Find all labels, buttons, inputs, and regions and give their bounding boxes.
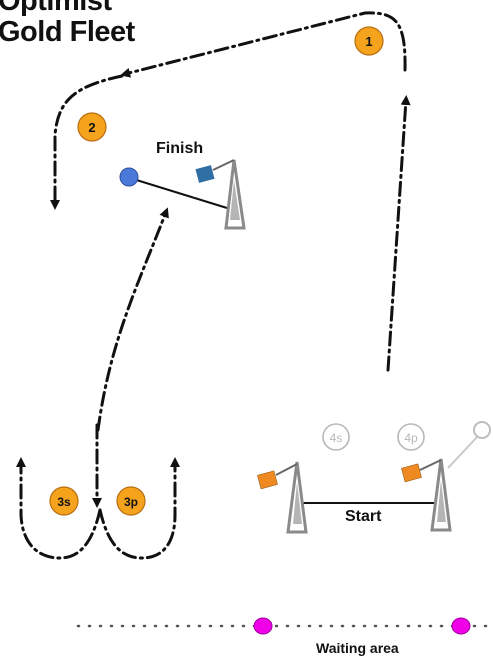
start-offset-buoy <box>473 421 491 439</box>
start-committee-boat <box>401 421 491 532</box>
mark-1: 1 <box>354 26 384 56</box>
finish-label: Finish <box>156 140 204 157</box>
finish-flag-blue <box>195 165 215 183</box>
route-leg-mark2-rounding <box>50 74 124 210</box>
start-flag-orange-right <box>401 463 422 483</box>
finish-line <box>119 159 246 230</box>
start-line <box>257 421 491 534</box>
title-line-2: Gold Fleet <box>0 16 135 48</box>
title-line-1: Optimist <box>0 0 112 17</box>
mark-4s: 4s <box>322 423 350 451</box>
svg-text:4p: 4p <box>404 431 418 445</box>
svg-text:2: 2 <box>88 120 95 135</box>
start-label: Start <box>345 508 382 525</box>
waiting-area <box>76 617 493 635</box>
waiting-area-buoy-left <box>253 617 273 635</box>
mark-3s: 3s <box>49 486 79 516</box>
svg-text:3s: 3s <box>57 495 71 509</box>
svg-text:3p: 3p <box>124 495 138 509</box>
finish-pin-buoy <box>119 167 139 187</box>
waiting-area-buoy-right <box>451 617 471 635</box>
start-flag-orange-left <box>257 470 278 490</box>
mark-3p: 3p <box>116 486 146 516</box>
start-pin-boat <box>257 461 308 534</box>
svg-text:1: 1 <box>365 34 372 49</box>
route-leg-gate-to-finish <box>96 207 169 432</box>
svg-text:4s: 4s <box>330 431 343 445</box>
mark-2: 2 <box>77 112 107 142</box>
route-leg-start-to-mark1 <box>386 95 411 372</box>
waiting-area-label: Waiting area <box>316 640 399 656</box>
finish-committee-boat <box>195 159 246 230</box>
mark-4p: 4p <box>397 423 425 451</box>
route-leg-gate-3p-rounding <box>98 457 180 560</box>
route-leg-mark1-to-mark2 <box>120 11 407 78</box>
route-leg-gate-3s-rounding <box>16 457 102 560</box>
